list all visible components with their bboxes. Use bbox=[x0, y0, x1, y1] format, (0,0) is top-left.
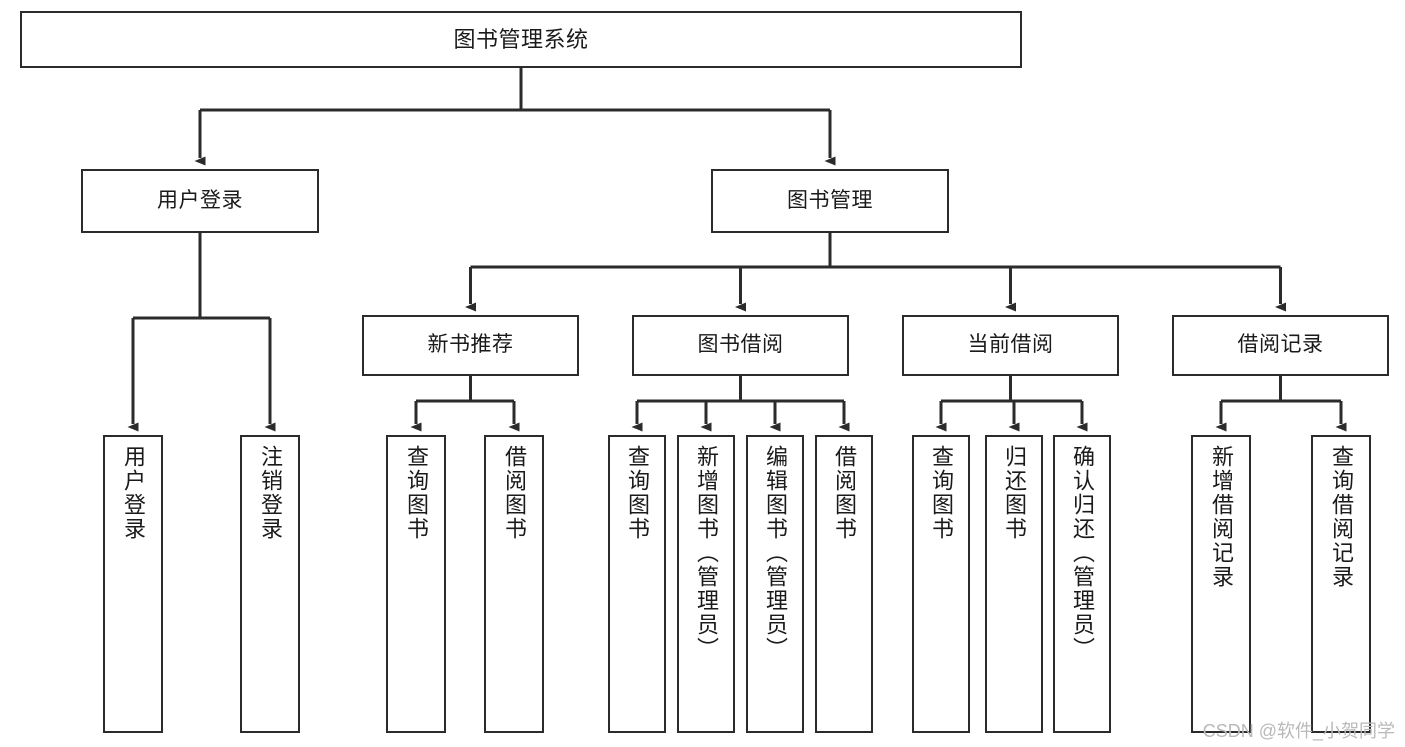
node-root[interactable]: 图书管理系统 bbox=[20, 11, 1022, 68]
node-leaf-add-book-label: 新增图书（管理员） bbox=[694, 445, 719, 661]
node-leaf-logout[interactable]: 注销登录 bbox=[240, 435, 300, 733]
node-leaf-edit-book-label: 编辑图书（管理员） bbox=[763, 445, 788, 661]
node-book-manage-label: 图书管理 bbox=[787, 188, 873, 212]
node-new-book-recommend-label: 新书推荐 bbox=[427, 333, 514, 357]
node-leaf-query-book-cur-label: 查询图书 bbox=[929, 445, 954, 541]
node-user-login[interactable]: 用户登录 bbox=[81, 169, 319, 233]
node-new-book-recommend[interactable]: 新书推荐 bbox=[362, 315, 579, 376]
node-leaf-query-record[interactable]: 查询借阅记录 bbox=[1311, 435, 1371, 733]
node-leaf-query-book-rec-label: 查询图书 bbox=[404, 445, 429, 541]
node-leaf-query-book-rec[interactable]: 查询图书 bbox=[386, 435, 446, 733]
node-book-borrow-label: 图书借阅 bbox=[697, 333, 784, 357]
node-leaf-add-record[interactable]: 新增借阅记录 bbox=[1191, 435, 1251, 733]
node-leaf-borrow-book-rec[interactable]: 借阅图书 bbox=[484, 435, 544, 733]
node-leaf-add-book[interactable]: 新增图书（管理员） bbox=[677, 435, 735, 733]
watermark: CSDN @软件_小贺同学 bbox=[1202, 721, 1395, 741]
node-current-borrow-label: 当前借阅 bbox=[967, 333, 1054, 357]
node-leaf-user-login[interactable]: 用户登录 bbox=[103, 435, 163, 733]
node-leaf-return-book-label: 归还图书 bbox=[1002, 445, 1027, 541]
node-leaf-add-record-label: 新增借阅记录 bbox=[1209, 445, 1234, 589]
node-leaf-edit-book[interactable]: 编辑图书（管理员） bbox=[746, 435, 804, 733]
node-leaf-return-book[interactable]: 归还图书 bbox=[985, 435, 1043, 733]
node-user-login-label: 用户登录 bbox=[157, 188, 243, 212]
node-leaf-confirm-return-label: 确认归还（管理员） bbox=[1070, 445, 1095, 661]
node-leaf-query-book-borrow[interactable]: 查询图书 bbox=[608, 435, 666, 733]
node-root-label: 图书管理系统 bbox=[453, 26, 589, 52]
node-leaf-confirm-return[interactable]: 确认归还（管理员） bbox=[1053, 435, 1111, 733]
node-book-manage[interactable]: 图书管理 bbox=[711, 169, 949, 233]
node-borrow-record[interactable]: 借阅记录 bbox=[1172, 315, 1389, 376]
node-leaf-borrow-book-rec-label: 借阅图书 bbox=[502, 445, 527, 541]
node-leaf-query-record-label: 查询借阅记录 bbox=[1329, 445, 1354, 589]
node-leaf-logout-label: 注销登录 bbox=[258, 445, 283, 541]
node-leaf-user-login-label: 用户登录 bbox=[121, 445, 146, 541]
node-leaf-borrow-book-label: 借阅图书 bbox=[832, 445, 857, 541]
node-leaf-query-book-borrow-label: 查询图书 bbox=[625, 445, 650, 541]
node-current-borrow[interactable]: 当前借阅 bbox=[902, 315, 1119, 376]
node-borrow-record-label: 借阅记录 bbox=[1237, 333, 1324, 357]
node-book-borrow[interactable]: 图书借阅 bbox=[632, 315, 849, 376]
node-leaf-borrow-book[interactable]: 借阅图书 bbox=[815, 435, 873, 733]
node-leaf-query-book-cur[interactable]: 查询图书 bbox=[912, 435, 970, 733]
